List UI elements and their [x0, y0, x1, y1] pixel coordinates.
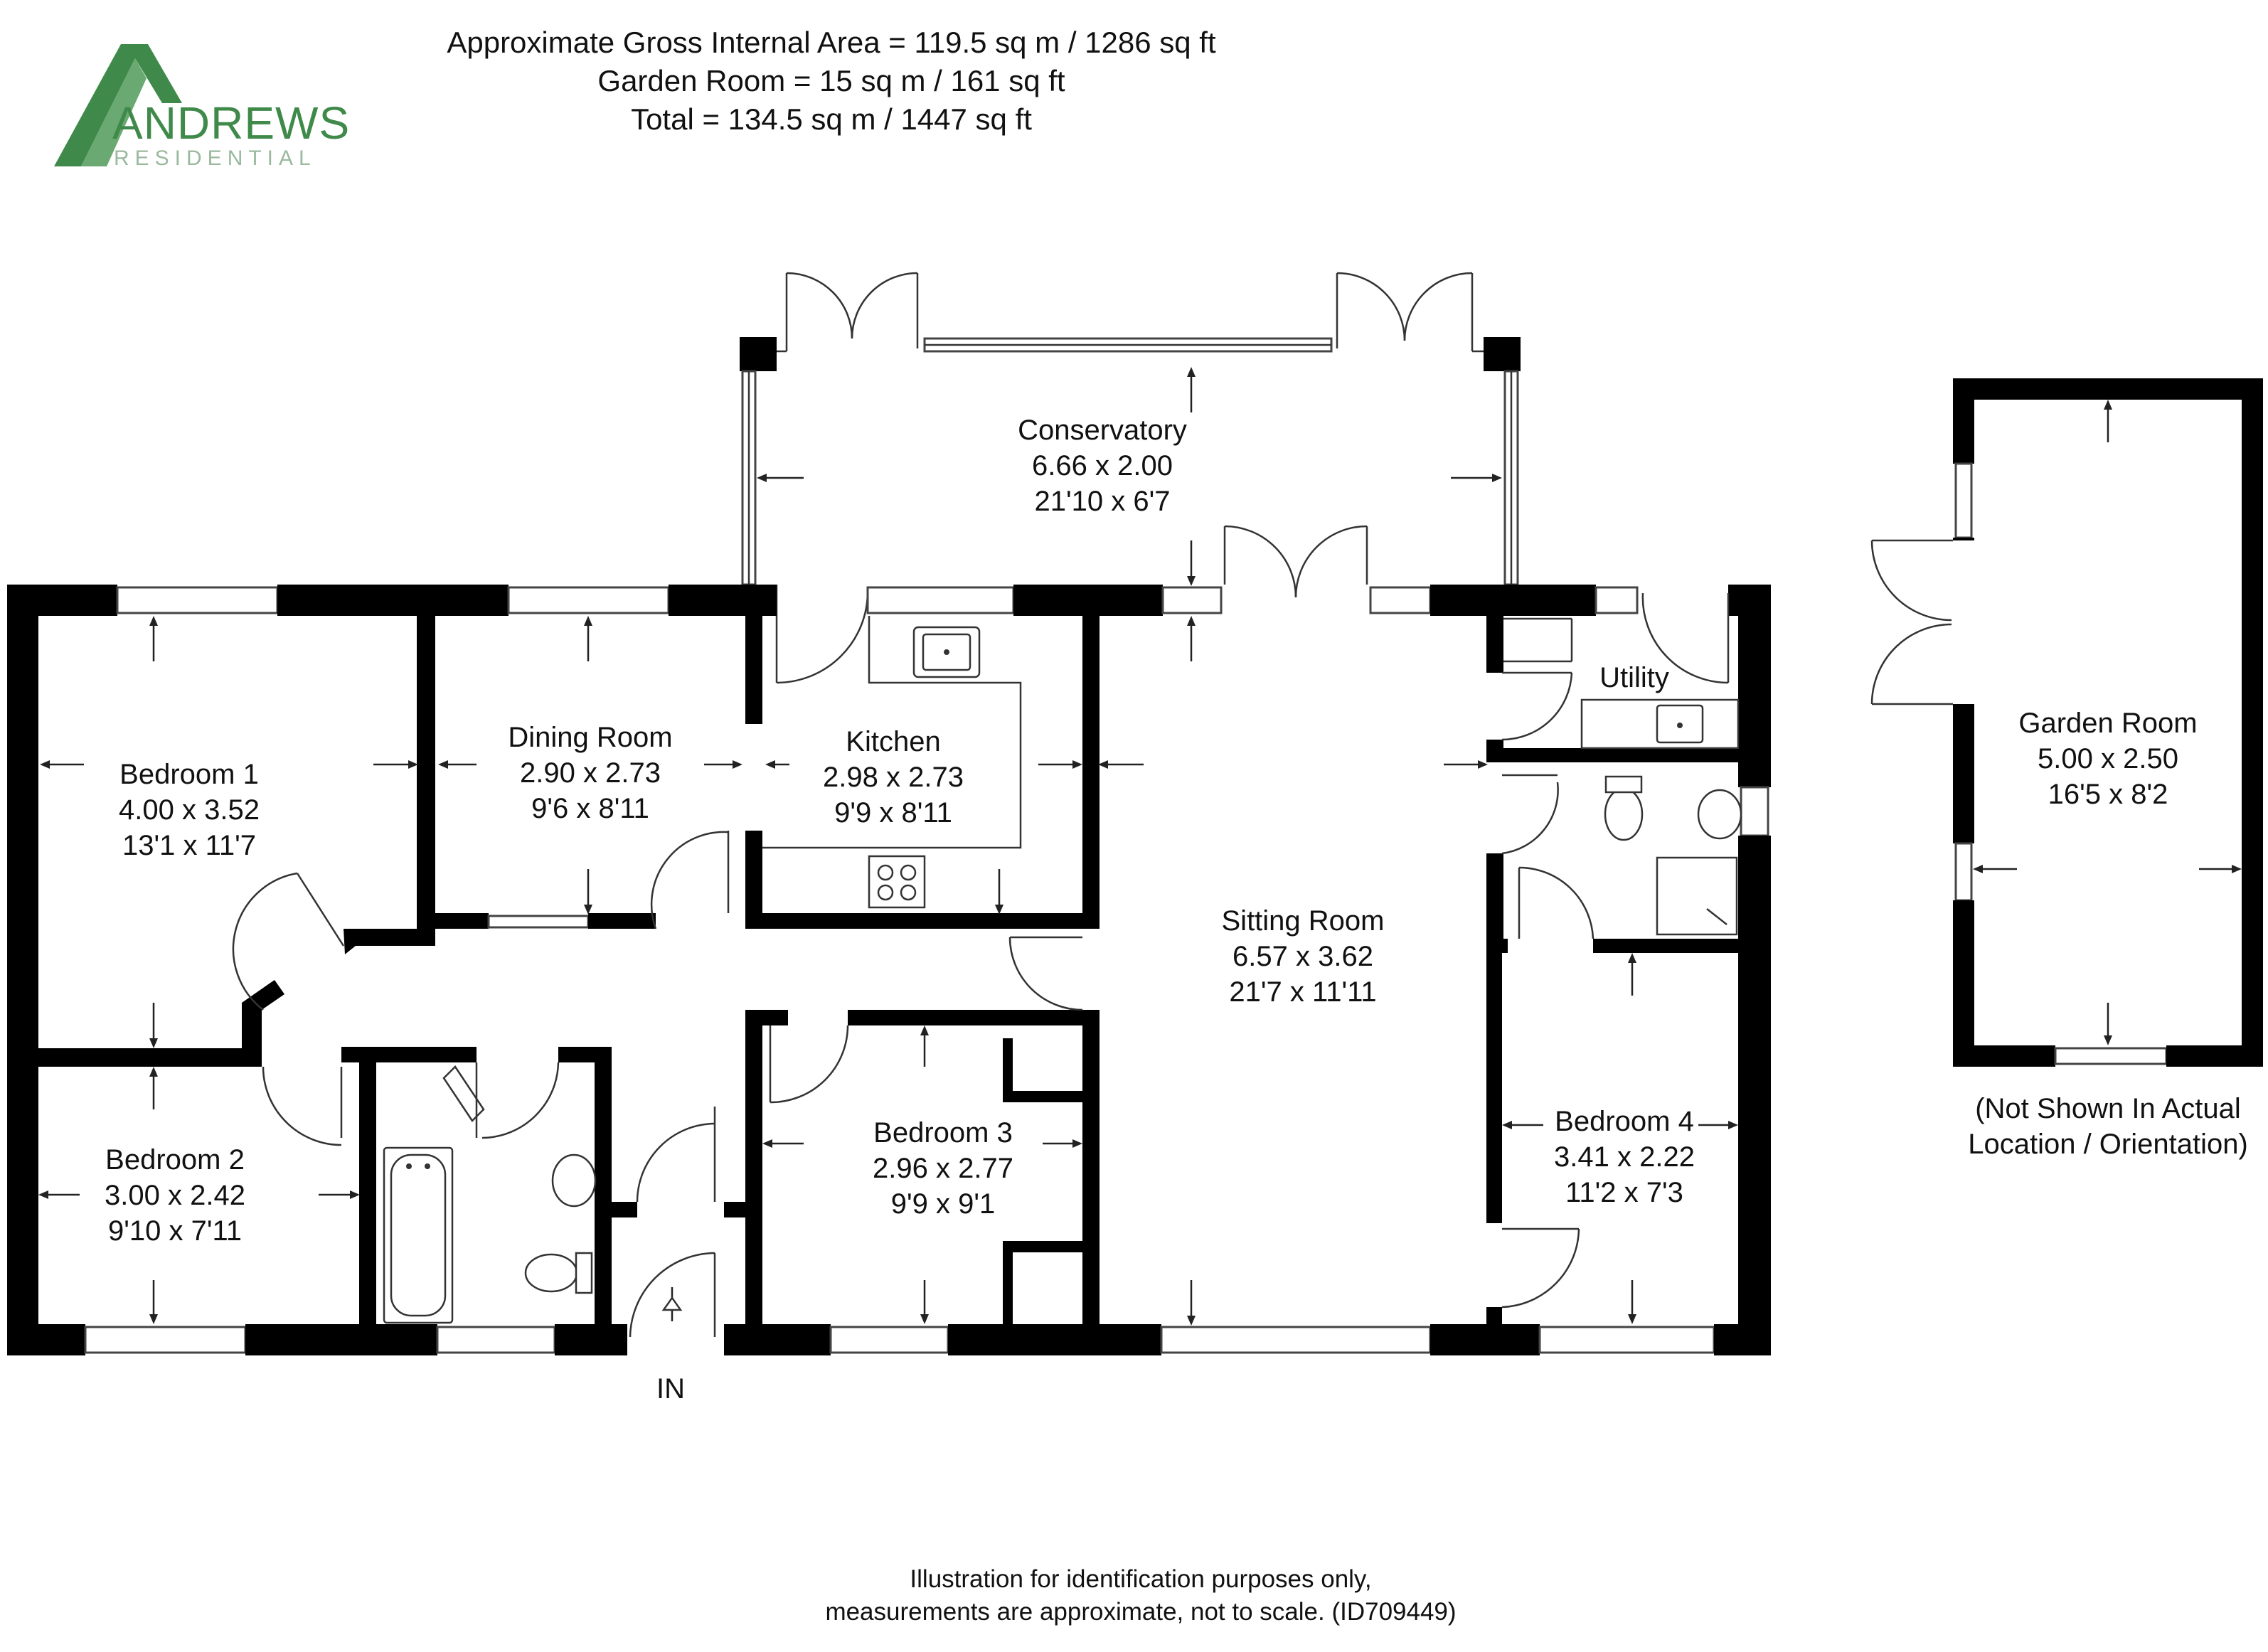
dimension-arrows [38, 367, 1738, 1326]
area-line-gross: Approximate Gross Internal Area = 119.5 … [447, 26, 1216, 59]
room-imperial: 21'10 x 6'7 [1035, 486, 1171, 517]
fixtures [383, 616, 1742, 1324]
garden-note-line-2: Location / Orientation) [1968, 1129, 2248, 1160]
garden-note-line-1: (Not Shown In Actual [1975, 1093, 2241, 1124]
room-imperial: 9'10 x 7'11 [108, 1215, 242, 1247]
room-imperial: 16'5 x 8'2 [2048, 779, 2168, 810]
room-metric: 4.00 x 3.52 [119, 794, 260, 826]
room-name: Kitchen [846, 726, 940, 757]
garden-room-walls [1870, 378, 2263, 1067]
room-metric: 6.57 x 3.62 [1233, 941, 1373, 972]
shower-toilet-icon [1604, 787, 1644, 841]
room-metric: 2.90 x 2.73 [520, 757, 661, 789]
area-line-garden: Garden Room = 15 sq m / 161 sq ft [597, 64, 1065, 97]
shower-basin-icon [1697, 789, 1742, 840]
agency-logo: ANDREWS RESIDENTIAL [54, 44, 350, 170]
basin-icon [551, 1153, 597, 1208]
room-metric: 2.98 x 2.73 [823, 762, 964, 793]
area-summary: Approximate Gross Internal Area = 119.5 … [447, 26, 1216, 136]
room-imperial: 9'6 x 8'11 [531, 793, 649, 824]
room-name: Dining Room [508, 722, 672, 753]
disclaimer: Illustration for identification purposes… [825, 1565, 1456, 1626]
logo-roof-shade-icon [81, 58, 147, 166]
logo-roof-icon [54, 44, 182, 166]
room-name: Bedroom 4 [1555, 1106, 1694, 1137]
room-label-sitting-room: Sitting Room 6.57 x 3.62 21'7 x 11'11 [1222, 905, 1385, 1008]
house-walls [7, 585, 1771, 1355]
room-metric: 3.00 x 2.42 [105, 1180, 245, 1211]
utility-label: Utility [1599, 662, 1669, 693]
room-metric: 2.96 x 2.77 [873, 1153, 1013, 1184]
room-metric: 6.66 x 2.00 [1032, 450, 1173, 481]
house-doors [232, 592, 1730, 1338]
room-metric: 3.41 x 2.22 [1554, 1141, 1695, 1173]
disclaimer-line-2: measurements are approximate, not to sca… [825, 1598, 1456, 1626]
room-imperial: 21'7 x 11'11 [1229, 976, 1376, 1008]
room-name: Bedroom 2 [105, 1144, 245, 1176]
room-imperial: 11'2 x 7'3 [1565, 1177, 1683, 1208]
room-label-garden-room: Garden Room 5.00 x 2.50 16'5 x 8'2 [2018, 708, 2197, 810]
room-label-bedroom-3: Bedroom 3 2.96 x 2.77 9'9 x 9'1 [873, 1117, 1013, 1220]
room-imperial: 9'9 x 9'1 [891, 1188, 995, 1220]
logo-tagline: RESIDENTIAL [114, 146, 316, 170]
room-name: Sitting Room [1222, 905, 1385, 937]
room-name: Conservatory [1018, 415, 1187, 446]
room-name: Garden Room [2018, 708, 2197, 739]
room-label-kitchen: Kitchen 2.98 x 2.73 9'9 x 8'11 [823, 726, 964, 828]
conservatory-walls [740, 272, 1521, 684]
room-label-bedroom-1: Bedroom 1 4.00 x 3.52 13'1 x 11'7 [119, 759, 260, 861]
room-label-dining-room: Dining Room 2.90 x 2.73 9'6 x 8'11 [508, 722, 672, 824]
garden-room-note: (Not Shown In Actual Location / Orientat… [1968, 1093, 2248, 1160]
room-imperial: 9'9 x 8'11 [834, 797, 952, 828]
disclaimer-line-1: Illustration for identification purposes… [910, 1565, 1371, 1593]
hob-icon [868, 855, 926, 909]
room-label-conservatory: Conservatory 6.66 x 2.00 21'10 x 6'7 [1018, 415, 1187, 517]
room-name: Bedroom 3 [873, 1117, 1013, 1149]
toilet-icon [524, 1253, 578, 1293]
room-name: Bedroom 1 [119, 759, 259, 790]
room-label-bedroom-4: Bedroom 4 3.41 x 2.22 11'2 x 7'3 [1554, 1106, 1695, 1208]
room-imperial: 13'1 x 11'7 [122, 830, 256, 861]
logo-name: ANDREWS [112, 97, 350, 149]
entrance-label: IN [656, 1373, 685, 1405]
area-line-total: Total = 134.5 sq m / 1447 sq ft [631, 102, 1032, 136]
room-label-bedroom-2: Bedroom 2 3.00 x 2.42 9'10 x 7'11 [105, 1144, 245, 1247]
room-metric: 5.00 x 2.50 [2038, 743, 2178, 774]
